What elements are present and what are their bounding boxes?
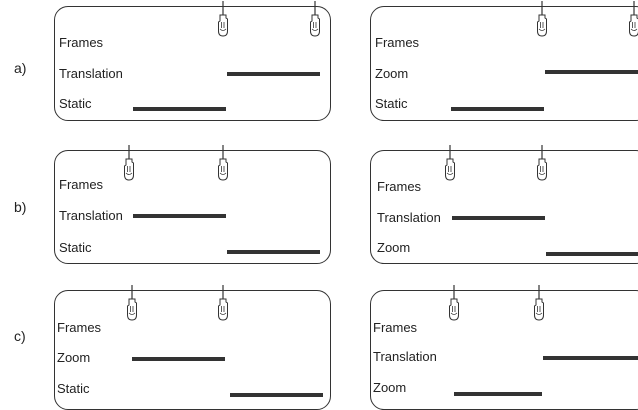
pointing-hand-icon (534, 145, 550, 185)
pointing-hand-icon (124, 285, 140, 325)
panel-b-left: Frames Translation Static (54, 145, 331, 264)
track-label-frames: Frames (373, 320, 418, 335)
row-label-c: c) (14, 328, 26, 344)
panel-c-right: Frames Translation Zoom (370, 285, 638, 410)
zoom-bar (132, 357, 225, 361)
pointing-hand-icon (307, 1, 323, 41)
track-label-translation: Translation (373, 349, 437, 364)
track-label-zoom: Zoom (375, 66, 409, 81)
panel-a-right: Frames Zoom Static (370, 1, 638, 121)
pointing-hand-icon (215, 285, 231, 325)
static-bar (230, 393, 323, 397)
pointing-hand-icon (442, 145, 458, 185)
pointing-hand-icon (215, 145, 231, 185)
translation-bar (227, 72, 320, 76)
track-label-frames: Frames (375, 35, 420, 50)
panel-a-left: Frames Translation Static (54, 1, 331, 121)
track-label-translation: Translation (59, 208, 123, 223)
pointing-hand-icon (446, 285, 462, 325)
track-label-static: Static (375, 96, 408, 111)
track-label-frames: Frames (377, 179, 422, 194)
panel-c-left: Frames Zoom Static (54, 285, 331, 410)
static-bar (451, 107, 544, 111)
track-label-frames: Frames (59, 35, 104, 50)
track-label-zoom: Zoom (373, 380, 407, 395)
static-bar (227, 250, 320, 254)
track-label-translation: Translation (377, 210, 441, 225)
track-label-zoom: Zoom (377, 240, 411, 255)
pointing-hand-icon (531, 285, 547, 325)
pointing-hand-icon (534, 1, 550, 41)
pointing-hand-icon (626, 1, 638, 41)
zoom-bar (454, 392, 542, 396)
panel-b-right: Frames Translation Zoom (370, 145, 638, 264)
track-label-frames: Frames (59, 177, 104, 192)
track-label-zoom: Zoom (57, 350, 91, 365)
pointing-hand-icon (121, 145, 137, 185)
translation-bar (452, 216, 545, 220)
translation-bar (543, 356, 638, 360)
zoom-bar (546, 252, 638, 256)
row-label-a: a) (14, 60, 27, 76)
zoom-bar (545, 70, 638, 74)
translation-bar (133, 214, 226, 218)
track-label-frames: Frames (57, 320, 102, 335)
row-label-b: b) (14, 199, 27, 215)
static-bar (133, 107, 226, 111)
pointing-hand-icon (215, 1, 231, 41)
track-label-static: Static (59, 240, 92, 255)
track-label-static: Static (59, 96, 92, 111)
track-label-static: Static (57, 381, 90, 396)
track-label-translation: Translation (59, 66, 123, 81)
